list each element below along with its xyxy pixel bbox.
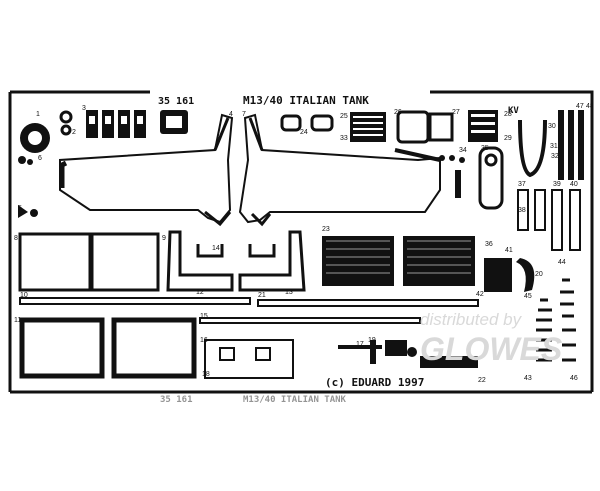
part-number-15: 15 xyxy=(200,313,208,320)
part-24-clips xyxy=(280,114,334,132)
part-16-plate xyxy=(204,339,294,379)
copyright: (c) EDUARD 1997 xyxy=(325,376,424,389)
part-number-34: 34 xyxy=(459,147,467,154)
part-4-bracket xyxy=(160,110,188,134)
ghost-code: 35 161 xyxy=(160,395,193,405)
part-number-23: 23 xyxy=(322,226,330,233)
part-number-21: 21 xyxy=(258,292,266,299)
part-number-2: 2 xyxy=(72,129,76,136)
part-number-19: 19 xyxy=(368,337,376,344)
part-number-5: 5 xyxy=(18,205,22,212)
part-26-hatch xyxy=(396,110,454,144)
part-number-42: 42 xyxy=(476,291,484,298)
part-number-31: 31 xyxy=(550,143,558,150)
part-33-grille xyxy=(350,112,386,142)
part-28-plate xyxy=(468,110,498,142)
part-number-11: 11 xyxy=(14,317,21,324)
part-number-46: 46 xyxy=(570,375,578,382)
part-23-grille-right xyxy=(403,236,475,286)
part-44-chain xyxy=(536,278,576,362)
part-14-u-clips xyxy=(196,244,276,258)
part-number-4: 4 xyxy=(229,111,233,118)
part-number-39: 39 xyxy=(553,181,561,188)
part-3-brackets xyxy=(86,110,146,138)
part-number-37: 37 xyxy=(518,181,526,188)
part-number-44: 44 xyxy=(558,259,566,266)
part-number-1: 1 xyxy=(36,111,40,118)
part-number-45: 45 xyxy=(524,293,532,300)
watermark-line1: distributed by xyxy=(420,310,523,329)
part-1-disc xyxy=(20,123,50,153)
part-number-36: 36 xyxy=(485,241,493,248)
part-number-6: 6 xyxy=(38,155,42,162)
fret-frame xyxy=(8,90,594,394)
part-number-24: 24 xyxy=(300,129,308,136)
part-number-22: 22 xyxy=(478,377,486,384)
part-number-20: 20 xyxy=(535,271,543,278)
part-10-strips xyxy=(19,297,479,324)
part-22-base xyxy=(420,356,478,368)
part-number-8: 8 xyxy=(14,235,18,242)
part-number-13: 13 xyxy=(285,289,293,296)
part-35-exhaust xyxy=(478,146,504,210)
part-number-33: 33 xyxy=(340,135,348,142)
part-19-assembly xyxy=(338,340,417,364)
part-11-frames xyxy=(19,317,197,379)
part-7-mudguard-right xyxy=(238,113,441,227)
part-2-rings xyxy=(59,110,73,136)
part-34-pins xyxy=(439,155,465,198)
fret-title: M13/40 ITALIAN TANK xyxy=(243,94,369,107)
part-41-block xyxy=(484,258,535,292)
part-number-25: 25 xyxy=(340,113,348,120)
watermark-line2: GLOWES xyxy=(420,331,563,367)
part-number-26: 26 xyxy=(394,109,402,116)
part-number-40: 40 xyxy=(570,181,578,188)
part-37-bars xyxy=(517,189,581,251)
part-6-bits xyxy=(18,156,38,218)
part-number-27: 27 xyxy=(452,109,460,116)
part-number-12: 12 xyxy=(196,289,204,296)
part-number-9: 9 xyxy=(162,235,166,242)
part-number-16: 16 xyxy=(200,337,208,344)
part-number-38: 38 xyxy=(518,207,526,214)
part-23-grille-left xyxy=(322,236,394,286)
part-number-43: 43 xyxy=(524,375,532,382)
part-number-35: 35 xyxy=(481,145,489,152)
part-8-panel xyxy=(18,232,160,292)
part-30-handle xyxy=(518,119,547,178)
part-number-3: 3 xyxy=(82,105,86,112)
bottom-ghost-text: 35 161 M13/40 ITALIAN TANK xyxy=(160,395,347,405)
part-number-10: 10 xyxy=(20,292,28,299)
part-number-17: 17 xyxy=(356,341,364,348)
fret-code: 35 161 xyxy=(158,96,194,107)
part-number-29: 29 xyxy=(504,135,512,142)
part-number-41: 41 xyxy=(505,247,513,254)
part-number-14: 14 xyxy=(212,245,220,252)
part-number-47: 47 xyxy=(576,103,584,110)
part-number-7: 7 xyxy=(242,111,246,118)
brand-mark: KV xyxy=(508,106,519,116)
part-40-strips xyxy=(558,110,584,180)
part-4-mudguard-left xyxy=(59,113,234,227)
part-number-18: 18 xyxy=(202,371,210,378)
ghost-title: M13/40 ITALIAN TANK xyxy=(243,395,347,405)
part-12-bracket xyxy=(166,230,306,292)
part-number-30: 30 xyxy=(548,123,556,130)
part-number-28: 28 xyxy=(504,111,512,118)
part-number-48: 48 xyxy=(586,103,594,110)
part-number-32: 32 xyxy=(551,153,559,160)
